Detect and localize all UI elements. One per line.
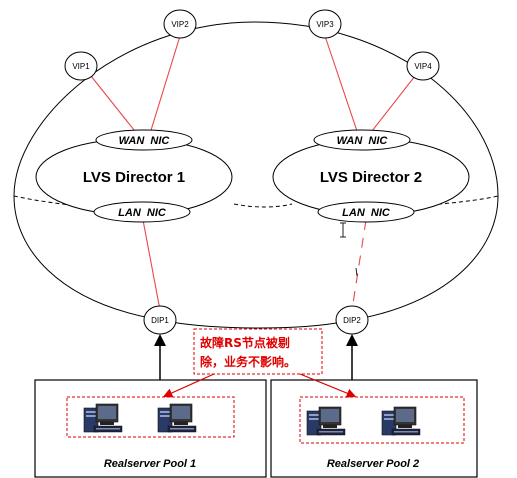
- link-vip3-director2: [324, 35, 361, 141]
- director2-lan-nic-label: LAN NIC: [342, 207, 391, 219]
- failure-annotation: 故障RS节点被剔 除，业务不影响。: [162, 328, 357, 398]
- annotation-box: [193, 328, 323, 375]
- pool1-label: Realserver Pool 1: [104, 458, 196, 470]
- server-icon: [157, 403, 197, 433]
- link-vip2-director1: [147, 35, 181, 141]
- dip2-label: DIP2: [343, 316, 361, 325]
- wan-lan-separator-left: [13, 195, 161, 212]
- server-icon: [306, 406, 346, 436]
- network-cloud: [13, 21, 499, 329]
- link-director1-dip1: [142, 219, 161, 311]
- wan-lan-separator-mid: [233, 203, 293, 208]
- lan-ring-right: [362, 195, 499, 319]
- realserver-pool-1: Realserver Pool 1: [34, 379, 267, 478]
- lvs-director-2: WAN NIC LVS Director 2 LAN NIC: [272, 129, 470, 223]
- server-icon: [381, 406, 421, 436]
- lvs-director-1: WAN NIC LVS Director 1 LAN NIC: [35, 129, 233, 223]
- director1-wan-nic: [95, 129, 193, 151]
- drag-marker-icon: [355, 267, 358, 277]
- pool1-server-group: [66, 396, 235, 438]
- director2-name: LVS Director 2: [320, 169, 422, 186]
- link-vip1-director1: [90, 75, 143, 141]
- director1-wan-nic-label: WAN NIC: [119, 135, 171, 147]
- vip1-node: VIP1: [64, 51, 98, 81]
- annotation-arrow-pool2: [299, 373, 357, 398]
- vip3-label: VIP3: [316, 20, 334, 29]
- server-icon: [83, 403, 123, 433]
- text-cursor-icon: [340, 222, 346, 238]
- dip2-node: DIP2: [335, 305, 369, 335]
- vip3-node: VIP3: [308, 9, 342, 39]
- director1-name: LVS Director 1: [83, 169, 185, 186]
- pool1-frame: [34, 379, 267, 478]
- vip1-label: VIP1: [72, 62, 90, 71]
- realserver-pool-2: Realserver Pool 2: [270, 379, 478, 478]
- director1-lan-nic: [93, 201, 191, 223]
- director1-lan-nic-label: LAN NIC: [118, 207, 167, 219]
- annotation-line2: 除，业务不影响。: [200, 354, 296, 369]
- pool2-server-group: [299, 396, 465, 444]
- director2-wan-nic: [313, 129, 411, 151]
- dip1-label: DIP1: [151, 316, 169, 325]
- pool2-frame: [270, 379, 478, 478]
- lan-ring-bottom: [170, 321, 343, 329]
- vip2-label: VIP2: [171, 20, 189, 29]
- vip4-node: VIP4: [406, 51, 440, 81]
- annotation-arrow-pool1: [162, 373, 215, 398]
- pool2-label: Realserver Pool 2: [327, 458, 419, 470]
- link-vip4-director2: [364, 75, 416, 141]
- wan-ring-outline: [13, 21, 499, 197]
- director2-wan-nic-label: WAN NIC: [337, 135, 389, 147]
- link-director2-dip2: [351, 219, 367, 311]
- wan-lan-separator-right: [409, 195, 499, 207]
- network-links: [90, 35, 416, 311]
- dip1-node: DIP1: [143, 305, 177, 335]
- lan-ring-left: [13, 195, 151, 319]
- annotation-line1: 故障RS节点被剔: [200, 335, 290, 350]
- vip2-node: VIP2: [163, 9, 197, 39]
- vip4-label: VIP4: [414, 62, 432, 71]
- director2-lan-nic: [317, 201, 415, 223]
- vip-nodes: VIP1 VIP2 VIP3 VIP4: [64, 9, 440, 81]
